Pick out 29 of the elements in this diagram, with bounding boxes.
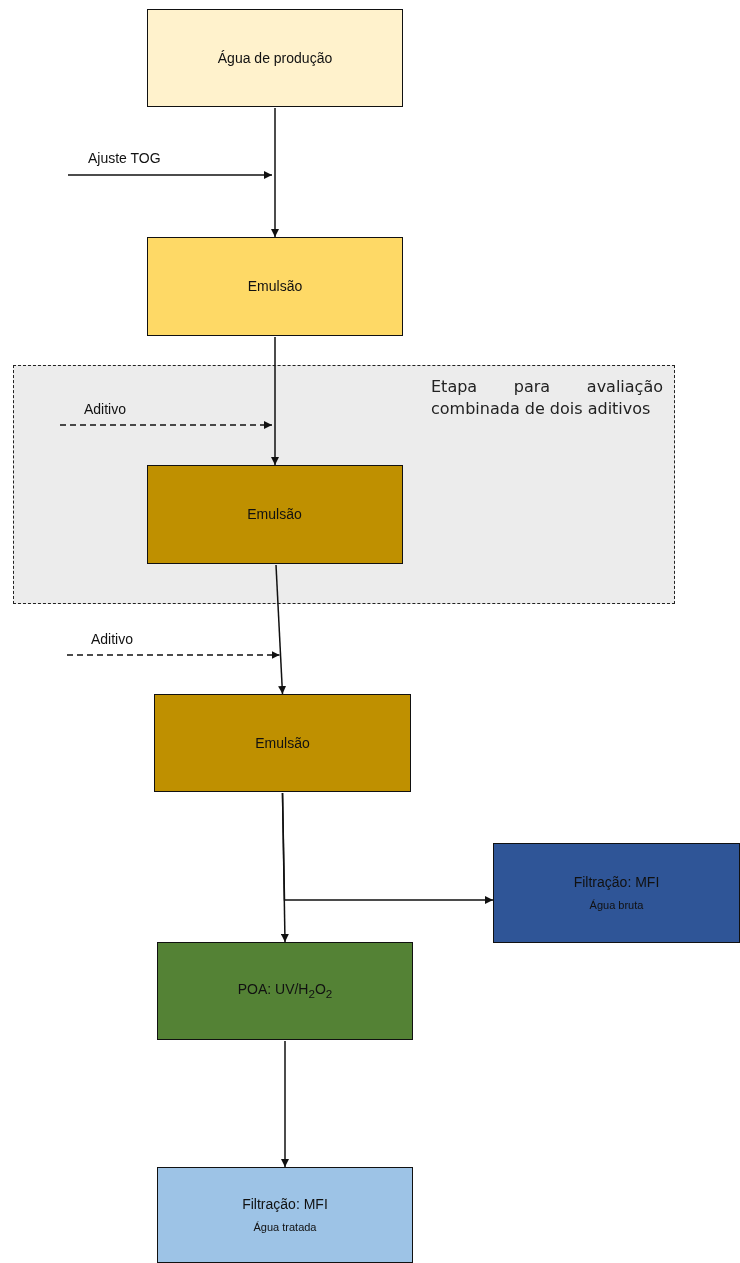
arrow <box>281 1040 289 1168</box>
input-arrow <box>67 171 273 179</box>
edge-label: Aditivo <box>91 631 134 647</box>
box-title: Emulsão <box>255 734 310 752</box>
process-box <box>154 694 411 792</box>
box-title: Filtração: MFI <box>573 874 660 891</box>
process-box <box>147 9 403 107</box>
edge-label: Ajuste TOG <box>88 150 161 166</box>
box-title: Emulsão <box>247 505 302 523</box>
input-arrow <box>66 651 281 659</box>
process-box <box>157 1167 413 1263</box>
box-title: Água de produção <box>217 49 333 67</box>
arrow <box>275 564 287 695</box>
process-box <box>147 237 403 336</box>
edge-label: Aditivo <box>84 401 127 417</box>
arrow <box>271 107 279 238</box>
arrow <box>271 336 279 466</box>
arrow <box>281 792 494 904</box>
box-subtitle: Água bruta <box>589 898 644 912</box>
dashed-group-box <box>13 365 675 604</box>
box-title: POA: UV/H$_{2}$O$_{2}$ <box>237 981 333 1001</box>
process-box <box>157 942 413 1040</box>
process-box <box>493 843 740 943</box>
process-box <box>146 464 403 564</box>
group-caption: Etapa para avaliação combinada de dois aditivos <box>431 376 663 421</box>
box-title: Filtração: MFI <box>242 1196 328 1213</box>
box-title: Emulsão <box>247 278 303 295</box>
input-arrow <box>59 421 273 429</box>
box-subtitle: Água tratada <box>253 1220 317 1234</box>
